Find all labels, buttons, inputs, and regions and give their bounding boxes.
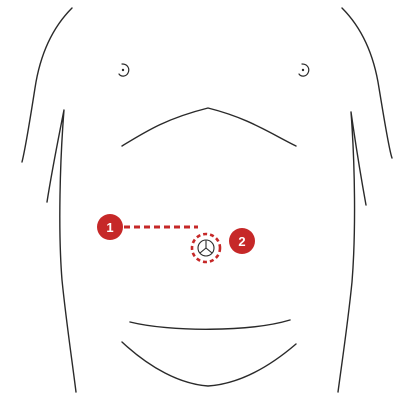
- lower-fold-lower: [122, 342, 296, 386]
- marker-1: 1: [97, 214, 123, 240]
- left-nipple-icon: [119, 64, 129, 76]
- marker-2-label: 2: [238, 234, 245, 249]
- marker-2: 2: [229, 228, 255, 254]
- right-shoulder-outline: [342, 8, 392, 158]
- lower-fold-upper: [130, 320, 290, 329]
- right-side-outline: [338, 112, 366, 392]
- rib-arc: [122, 108, 296, 146]
- navel-port-icon: [198, 240, 214, 256]
- left-shoulder-outline: [22, 8, 72, 162]
- left-side-outline: [47, 110, 76, 392]
- right-nipple-icon: [299, 64, 309, 76]
- marker-1-label: 1: [106, 220, 113, 235]
